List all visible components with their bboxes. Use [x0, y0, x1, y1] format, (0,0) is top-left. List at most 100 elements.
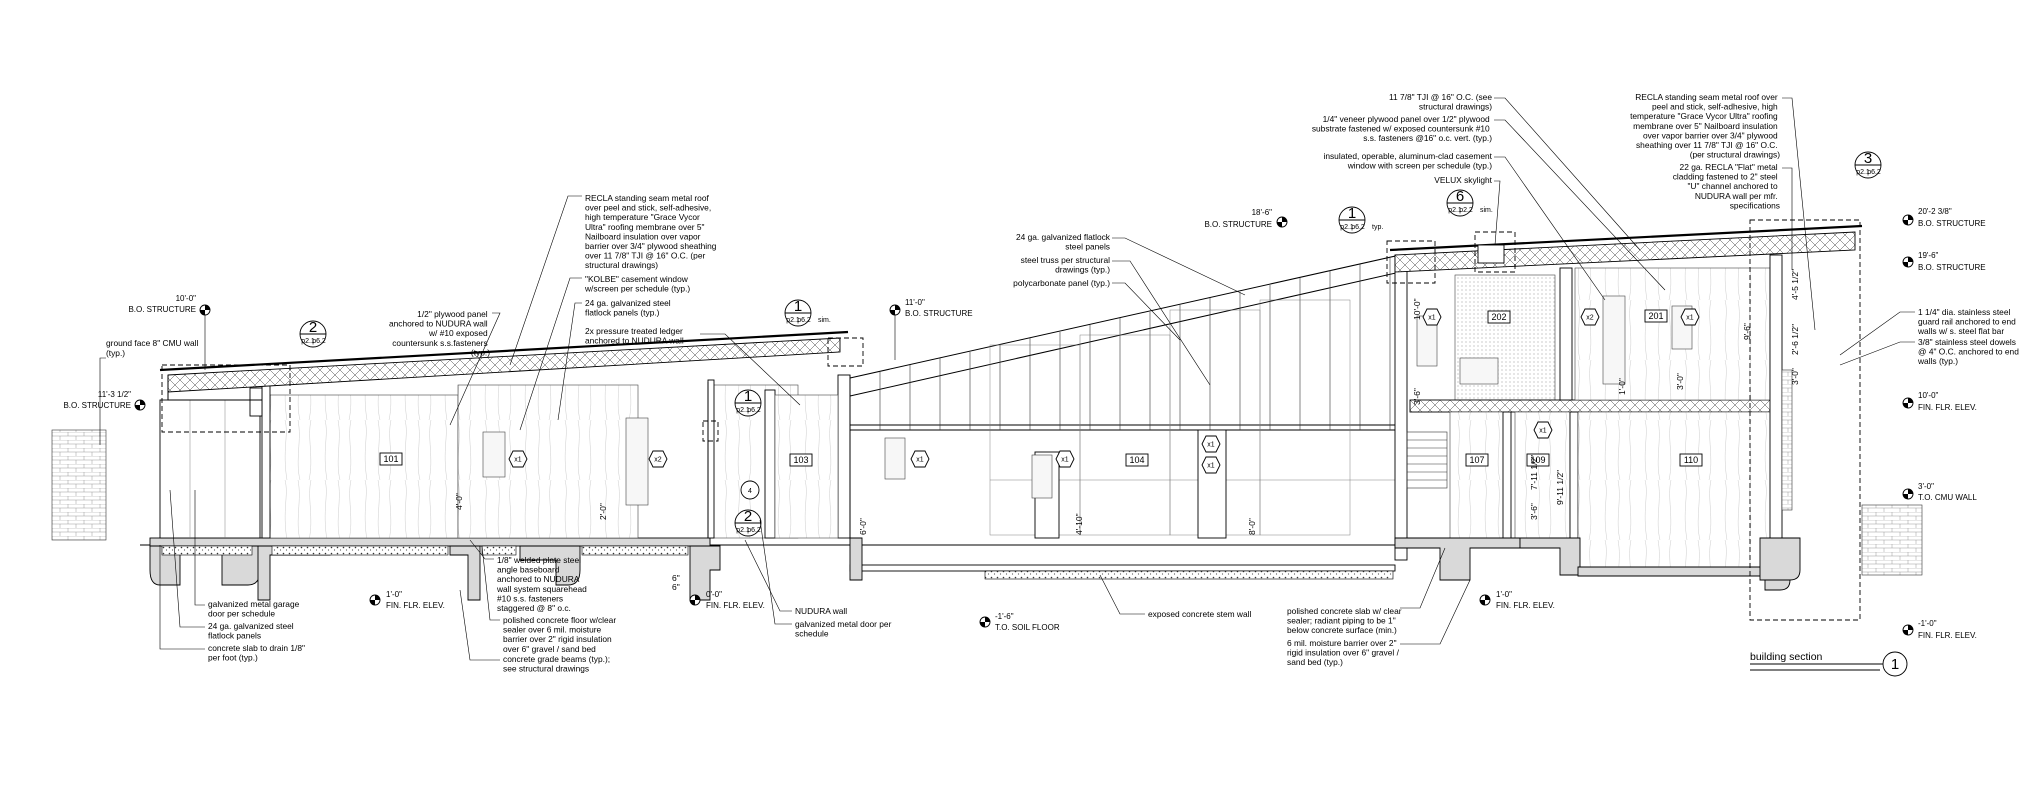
- svg-text:RECLA standing seam metal roof: RECLA standing seam metal roof over peel…: [1630, 92, 1780, 160]
- drawing-title: building section 1: [1750, 651, 1908, 677]
- svg-text:3'-6": 3'-6": [1529, 503, 1539, 520]
- svg-text:RECLA standing seam metal roof: RECLA standing seam metal roof over peel…: [585, 193, 719, 270]
- note-veneer-plywood: 1/4" veneer plywood panel over 1/2" plyw…: [1312, 114, 1666, 291]
- window-tag: x1: [1201, 456, 1221, 474]
- svg-text:3'-0": 3'-0": [1918, 482, 1934, 491]
- svg-text:x1: x1: [1428, 315, 1436, 322]
- svg-text:9'-6": 9'-6": [1742, 323, 1752, 340]
- svg-text:p6.2: p6.2: [747, 527, 761, 534]
- level-marker: 1'-0" FIN. FLR. ELEV.: [369, 590, 445, 610]
- svg-text:2'-6 1/2": 2'-6 1/2": [1790, 324, 1800, 355]
- svg-text:1: 1: [744, 388, 752, 405]
- window-tag: x1: [910, 450, 930, 468]
- svg-text:3'-0": 3'-0": [1675, 373, 1685, 390]
- svg-text:x1: x1: [1207, 463, 1215, 470]
- window-tag: x1: [508, 450, 528, 468]
- svg-text:1: 1: [794, 298, 802, 315]
- level-marker: 19'-6" B.O. STRUCTURE: [1902, 251, 1986, 272]
- svg-text:4: 4: [748, 488, 752, 495]
- window-tags: x1 x2 x1 x1 x1 x1 x1 x2: [508, 308, 1700, 474]
- detail-callout-2b: 2 p2.1 p6.2: [734, 508, 762, 537]
- svg-text:-1'-0": -1'-0": [1918, 619, 1937, 628]
- svg-text:3'-6": 3'-6": [1412, 388, 1422, 405]
- room-tag-101: 101: [383, 454, 398, 464]
- svg-text:1 1/4" dia. stainless steel: 1 1/4" dia. stainless steel guard rail a…: [1917, 307, 2018, 336]
- window-frames: [482, 295, 1693, 506]
- svg-text:2'-0": 2'-0": [598, 503, 608, 520]
- note-flat-metal-cladding: 22 ga. RECLA "Flat" metal cladding faste…: [1673, 162, 1793, 270]
- note-concrete-slab: concrete slab to drain 1/8"per foot (typ…: [159, 545, 305, 663]
- note-polished-slab-right: polished concrete slab w/ clear sealer; …: [1287, 547, 1446, 635]
- svg-text:-1'-6": -1'-6": [995, 612, 1014, 621]
- drawing-title-text: building section: [1750, 651, 1823, 663]
- note-angle-baseboard: 1/8" welded plate steel angle baseboard …: [469, 539, 587, 613]
- window-tag: x1: [1201, 435, 1221, 453]
- svg-text:10'-0": 10'-0": [1412, 298, 1422, 320]
- level-marker: 0'-0" FIN. FLR. ELEV.: [689, 590, 765, 610]
- level-marker: -1'-0" FIN. FLR. ELEV.: [1902, 619, 1977, 640]
- svg-text:B.O. STRUCTURE: B.O. STRUCTURE: [1204, 220, 1272, 229]
- svg-text:x1: x1: [1061, 457, 1069, 464]
- svg-text:T.O. SOIL FLOOR: T.O. SOIL FLOOR: [995, 623, 1060, 632]
- svg-text:1: 1: [1348, 205, 1356, 222]
- svg-text:x1: x1: [1539, 428, 1547, 435]
- detail-callout-1: 1 p2.1 p6.2: [734, 388, 762, 417]
- svg-text:2: 2: [744, 508, 752, 525]
- svg-text:10'-0": 10'-0": [176, 294, 197, 303]
- svg-text:concrete grade beams (typ.);se: concrete grade beams (typ.);see structur…: [503, 654, 610, 674]
- detail-boxes: [161, 231, 1516, 442]
- svg-text:x2: x2: [1586, 315, 1594, 322]
- svg-text:11'-3 1/2": 11'-3 1/2": [98, 390, 131, 399]
- note-stem-wall: exposed concrete stem wall: [1099, 574, 1251, 619]
- svg-text:polished concrete floor w/clea: polished concrete floor w/clear sealer o…: [503, 615, 618, 654]
- svg-text:B.O. STRUCTURE: B.O. STRUCTURE: [128, 305, 196, 314]
- svg-text:p2.1: p2.1: [1340, 224, 1354, 231]
- svg-text:p2.1: p2.1: [1856, 169, 1870, 176]
- svg-text:polished concrete slab w/ clea: polished concrete slab w/ clear sealer; …: [1287, 606, 1404, 635]
- window-tag: x1: [1055, 450, 1075, 468]
- detail-callouts: 2 p2.1 p6.2 1 p2.1 p6.2 sim. 1 p2.1 p6.2…: [299, 150, 1882, 537]
- level-marker: 18'-6" B.O. STRUCTURE: [1204, 208, 1288, 229]
- svg-text:FIN. FLR. ELEV.: FIN. FLR. ELEV.: [1918, 403, 1977, 412]
- svg-text:10'-0": 10'-0": [1918, 391, 1939, 400]
- room-tags: 101 103 104 107 109 110 201 202: [379, 309, 1703, 467]
- svg-text:FIN. FLR. ELEV.: FIN. FLR. ELEV.: [1918, 631, 1977, 640]
- svg-text:x1: x1: [514, 457, 522, 464]
- svg-text:insulated, operable, aluminum-: insulated, operable, aluminum-clad casem…: [1323, 151, 1492, 171]
- svg-text:B.O. STRUCTURE: B.O. STRUCTURE: [63, 401, 131, 410]
- svg-text:p6.2: p6.2: [1351, 224, 1365, 231]
- svg-text:typ.: typ.: [1372, 224, 1383, 231]
- note-polycarbonate: polycarbonate panel (typ.): [1013, 278, 1181, 341]
- note-nudura-wall: NUDURA wall: [744, 539, 847, 616]
- svg-text:7'-11 1/2": 7'-11 1/2": [1529, 455, 1539, 490]
- svg-text:p6.2: p6.2: [312, 338, 326, 345]
- level-marker: 1'-0" FIN. FLR. ELEV.: [1479, 590, 1555, 610]
- room-tag-110: 110: [1684, 455, 1698, 465]
- svg-text:22 ga. RECLA "Flat" metal: 22 ga. RECLA "Flat" metal cladding faste…: [1673, 162, 1780, 210]
- svg-text:NUDURA wall: NUDURA wall: [795, 606, 847, 616]
- room-tag-104: 104: [1129, 455, 1144, 465]
- note-roof-right: RECLA standing seam metal roof over peel…: [1630, 92, 1816, 331]
- svg-text:sim.: sim.: [818, 317, 831, 324]
- svg-text:1'-0": 1'-0": [1496, 590, 1512, 599]
- svg-text:0'-0": 0'-0": [706, 590, 722, 599]
- level-marker: 11'-3 1/2" B.O. STRUCTURE: [63, 390, 146, 411]
- svg-text:3'-0": 3'-0": [1790, 368, 1800, 385]
- note-polished-floor: polished concrete floor w/clear sealer o…: [481, 545, 618, 654]
- room-tag-103: 103: [793, 455, 808, 465]
- svg-text:2: 2: [309, 319, 317, 336]
- svg-text:1'-0": 1'-0": [386, 590, 402, 599]
- svg-text:x1: x1: [1207, 442, 1215, 449]
- svg-text:1/4" veneer plywood panel over: 1/4" veneer plywood panel over 1/2" plyw…: [1312, 114, 1492, 143]
- svg-text:6": 6": [672, 573, 680, 583]
